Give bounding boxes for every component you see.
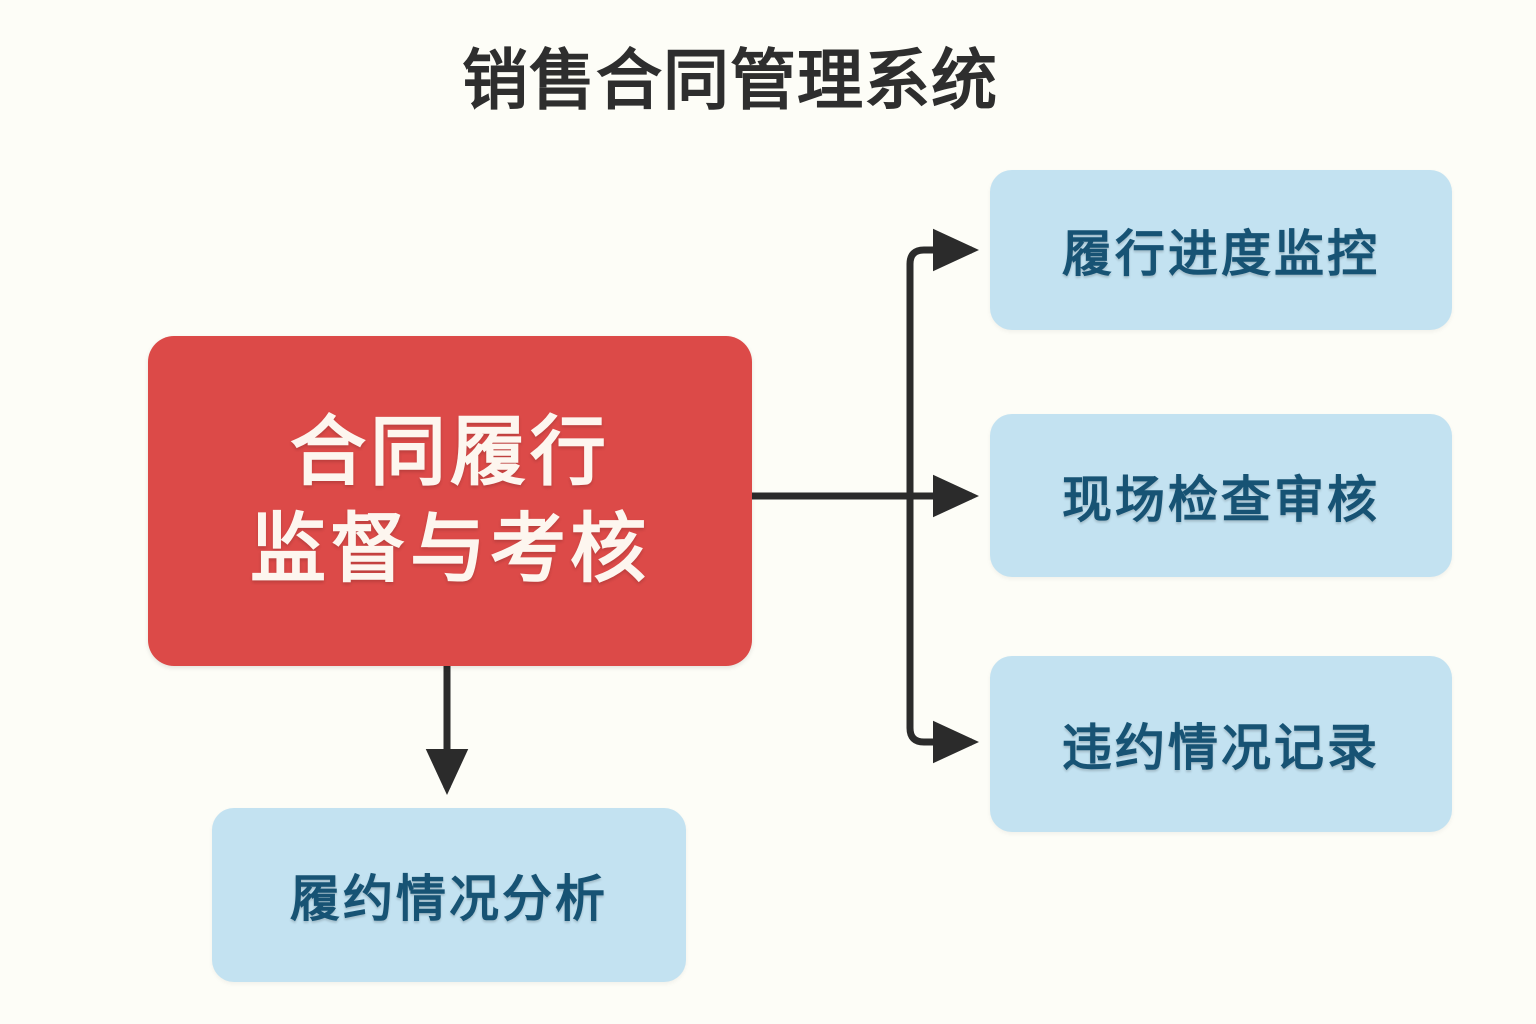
leaf-node-label: 违约情况记录 bbox=[1062, 720, 1380, 776]
page-title: 销售合同管理系统 bbox=[462, 43, 998, 117]
connector-to-leaf-2 bbox=[906, 496, 980, 764]
leaf-node-performance-analysis[interactable]: 履约情况分析 bbox=[212, 808, 686, 982]
leaf-node-performance-progress-monitoring[interactable]: 履行进度监控 bbox=[990, 170, 1452, 330]
connector-to-leaf-0 bbox=[906, 228, 980, 496]
root-node[interactable]: 合同履行 监督与考核 bbox=[148, 336, 752, 666]
leaf-node-label: 履行进度监控 bbox=[1062, 226, 1380, 282]
leaf-node-label: 履约情况分析 bbox=[290, 871, 608, 927]
leaf-node-onsite-inspection-review[interactable]: 现场检查审核 bbox=[990, 414, 1452, 577]
leaf-node-label: 现场检查审核 bbox=[1062, 471, 1380, 528]
root-node-label-line2: 监督与考核 bbox=[250, 507, 650, 592]
root-node-label-line1: 合同履行 bbox=[290, 409, 610, 495]
leaf-node-breach-record[interactable]: 违约情况记录 bbox=[990, 656, 1452, 832]
